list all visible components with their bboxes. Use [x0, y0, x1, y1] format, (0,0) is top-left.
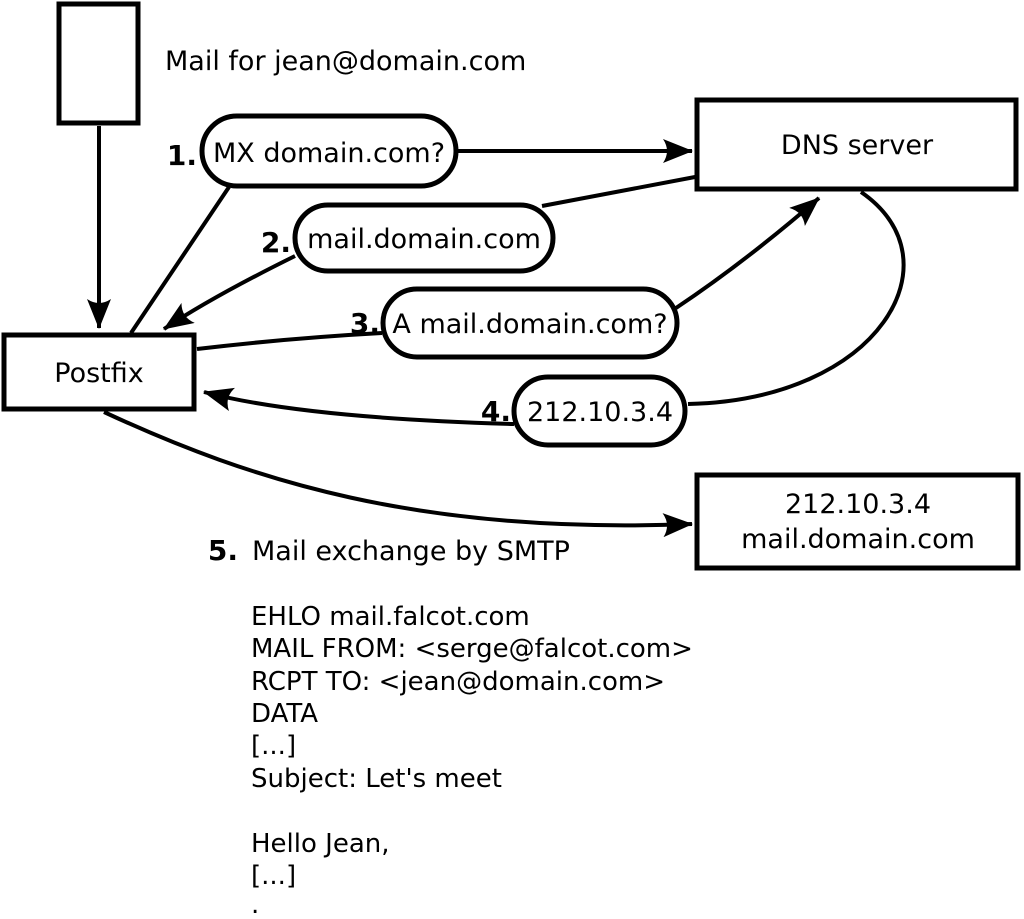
step2-answer-bubble [292, 202, 556, 274]
postfix-node [1, 332, 197, 412]
step3-query-text: A mail.domain.com? [392, 309, 667, 340]
smtp-line-5: [...] [251, 731, 296, 761]
dns-server-label: DNS server [781, 130, 934, 161]
incoming-mail-node [56, 1, 141, 126]
step5-postfix-to-server-arrow [103, 410, 693, 538]
postfix-label: Postfix [54, 358, 143, 389]
step2-answer-text: mail.domain.com [307, 224, 541, 255]
step1-postfix-to-bubble-line [129, 185, 231, 335]
step4-bubble-to-postfix-arrow [203, 387, 515, 426]
step3-number: 3. [350, 307, 380, 340]
dns-server-node [694, 97, 1019, 192]
step2-dns-to-bubble-line [541, 175, 696, 208]
step3-query-bubble [380, 286, 680, 360]
step3-bubble-to-dns-arrow [674, 196, 821, 310]
smtp-line-10: . [251, 890, 259, 919]
smtp-line-3: RCPT TO: <jean@domain.com> [251, 667, 665, 697]
step4-number: 4. [481, 395, 511, 428]
step4-answer-bubble [511, 374, 688, 448]
smtp-line-1: EHLO mail.falcot.com [251, 602, 530, 632]
step2-number: 2. [261, 226, 291, 259]
mail-server-hostname: mail.domain.com [741, 524, 975, 555]
step5-label: Mail exchange by SMTP [252, 536, 570, 567]
smtp-line-2: MAIL FROM: <serge@falcot.com> [251, 634, 693, 664]
step5-number: 5. [208, 534, 238, 567]
incoming-mail-caption: Mail for jean@domain.com [165, 46, 526, 77]
smtp-session-transcript: EHLO mail.falcot.com MAIL FROM: <serge@f… [251, 602, 693, 919]
smtp-line-8: Hello Jean, [251, 829, 390, 859]
smtp-line-6: Subject: Let's meet [251, 764, 502, 794]
smtp-line-4: DATA [251, 699, 318, 729]
step1-query-bubble [199, 113, 459, 189]
step4-answer-text: 212.10.3.4 [527, 397, 673, 428]
step1-query-text: MX domain.com? [213, 138, 445, 169]
mail-server-ip: 212.10.3.4 [785, 489, 931, 520]
step2-bubble-to-postfix-arrow [162, 254, 296, 331]
step1-number: 1. [167, 139, 197, 172]
mail-server-node [694, 472, 1021, 571]
smtp-line-9: [...] [251, 861, 296, 891]
step4-dns-to-bubble-line [687, 190, 906, 406]
step3-postfix-to-bubble-line [196, 331, 383, 351]
